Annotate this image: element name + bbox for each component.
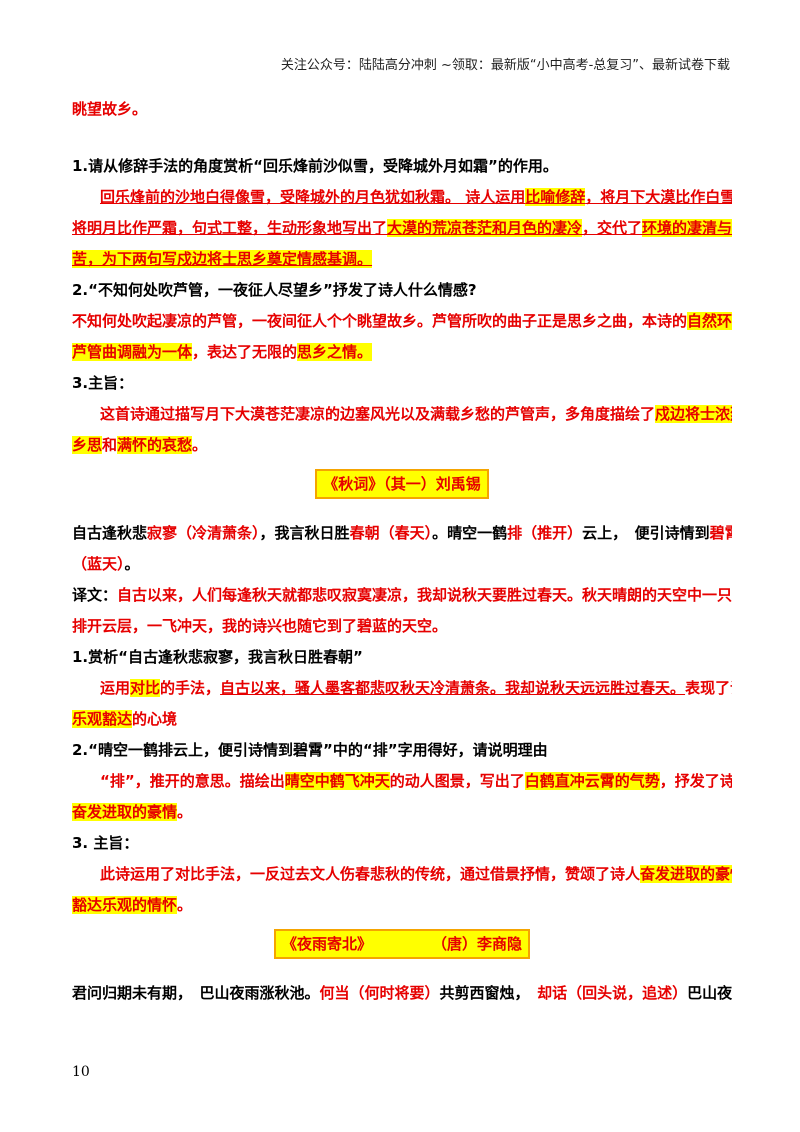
q1-answer-line2: 将明月比作严霜，句式工整，生动形象地写出了大漠的荒凉苍茫和月色的凄冷，交代了环境…	[72, 213, 732, 244]
q1-answer-line1: 回乐烽前的沙地白得像雪，受降城外的月色犹如秋霜。 诗人运用比喻修辞，将月下大漠比…	[100, 188, 732, 206]
poem3-text-line1: 君问归期未有期， 巴山夜雨涨秋池。何当（何时将要）共剪西窗烛， 却话（回头说，追…	[72, 978, 732, 1009]
poem2-a3-line2: 豁达乐观的情怀。	[72, 896, 193, 914]
q2-answer-line1: 不知何处吹起凄凉的芦管，一夜间征人个个眺望故乡。芦管所吹的曲子正是思乡之曲，本诗…	[72, 306, 732, 337]
poem2-translation-line1: 译文：自古以来，人们每逢秋天就都悲叹寂寞凄凉，我却说秋天要胜过春天。秋天晴朗的天…	[72, 586, 732, 604]
poem2-translation-line2: 排开云层，一飞冲天，我的诗兴也随它到了碧蓝的天空。	[72, 617, 448, 635]
poem2-a1-line2: 乐观豁达的心境	[72, 710, 178, 728]
poem2-a3-line1: 此诗运用了对比手法，一反过去文人伤春悲秋的传统，通过借景抒情，赞颂了诗人奋发进取…	[72, 859, 732, 890]
page-number: 10	[72, 1064, 90, 1080]
q2-question: 2.“不知何处吹芦管，一夜征人尽望乡”抒发了诗人什么情感?	[72, 281, 477, 299]
poem2-text-line1: 自古逢秋悲寂寥（冷清萧条），我言秋日胜春朝（春天）。晴空一鹤排（推开）云上， 便…	[72, 518, 732, 549]
page-header: 关注公众号：陆陆高分冲刺 ~领取：最新版“小中高考-总复习”、最新试卷下载	[280, 58, 730, 73]
q2-answer-line2: 芦管曲调融为一体，表达了无限的思乡之情。	[72, 343, 373, 361]
poem2-q3: 3. 主旨：	[72, 834, 139, 852]
q1-question: 1.请从修辞手法的角度赏析“回乐烽前沙似雪，受降城外月如霜”的作用。	[72, 157, 558, 175]
q3-answer-line1: 这首诗通过描写月下大漠苍茫凄凉的边塞风光以及满载乡愁的芦管声，多角度描绘了戍边将…	[72, 399, 732, 430]
poem2-text-line2: （蓝天）。	[72, 555, 140, 573]
poem2-title: 《秋词》（其一）刘禹锡	[315, 469, 489, 499]
poem2-q2: 2.“晴空一鹤排云上，便引诗情到碧霄”中的“排”字用得好，请说明理由	[72, 741, 548, 759]
poem2-a2-line2: 奋发进取的豪情。	[72, 803, 193, 821]
q3-answer-line2: 乡思和满怀的哀愁。	[72, 436, 208, 454]
page-content: 眺望故乡。 1.请从修辞手法的角度赏析“回乐烽前沙似雪，受降城外月如霜”的作用。…	[72, 94, 732, 1009]
poem2-q1: 1.赏析“自古逢秋悲寂寥，我言秋日胜春朝”	[72, 648, 363, 666]
poem3-title: 《夜雨寄北》（唐）李商隐	[273, 929, 531, 959]
poem2-a2-line1: “排”，推开的意思。描绘出晴空中鹤飞冲天的动人图景，写出了白鹤直冲云霄的气势，抒…	[100, 772, 732, 790]
poem2-a1-line1: 运用对比的手法，自古以来，骚人墨客都悲叹秋天冷清萧条。我却说秋天远远胜过春天。表…	[100, 679, 732, 697]
intro-line: 眺望故乡。	[72, 100, 148, 118]
poem3-title-wrap: 《夜雨寄北》（唐）李商隐	[72, 929, 732, 960]
poem2-title-wrap: 《秋词》（其一）刘禹锡	[72, 469, 732, 500]
q3-label: 3.主旨：	[72, 374, 134, 392]
q1-answer-line3: 苦，为下两句写戍边将士思乡奠定情感基调。	[72, 250, 373, 268]
